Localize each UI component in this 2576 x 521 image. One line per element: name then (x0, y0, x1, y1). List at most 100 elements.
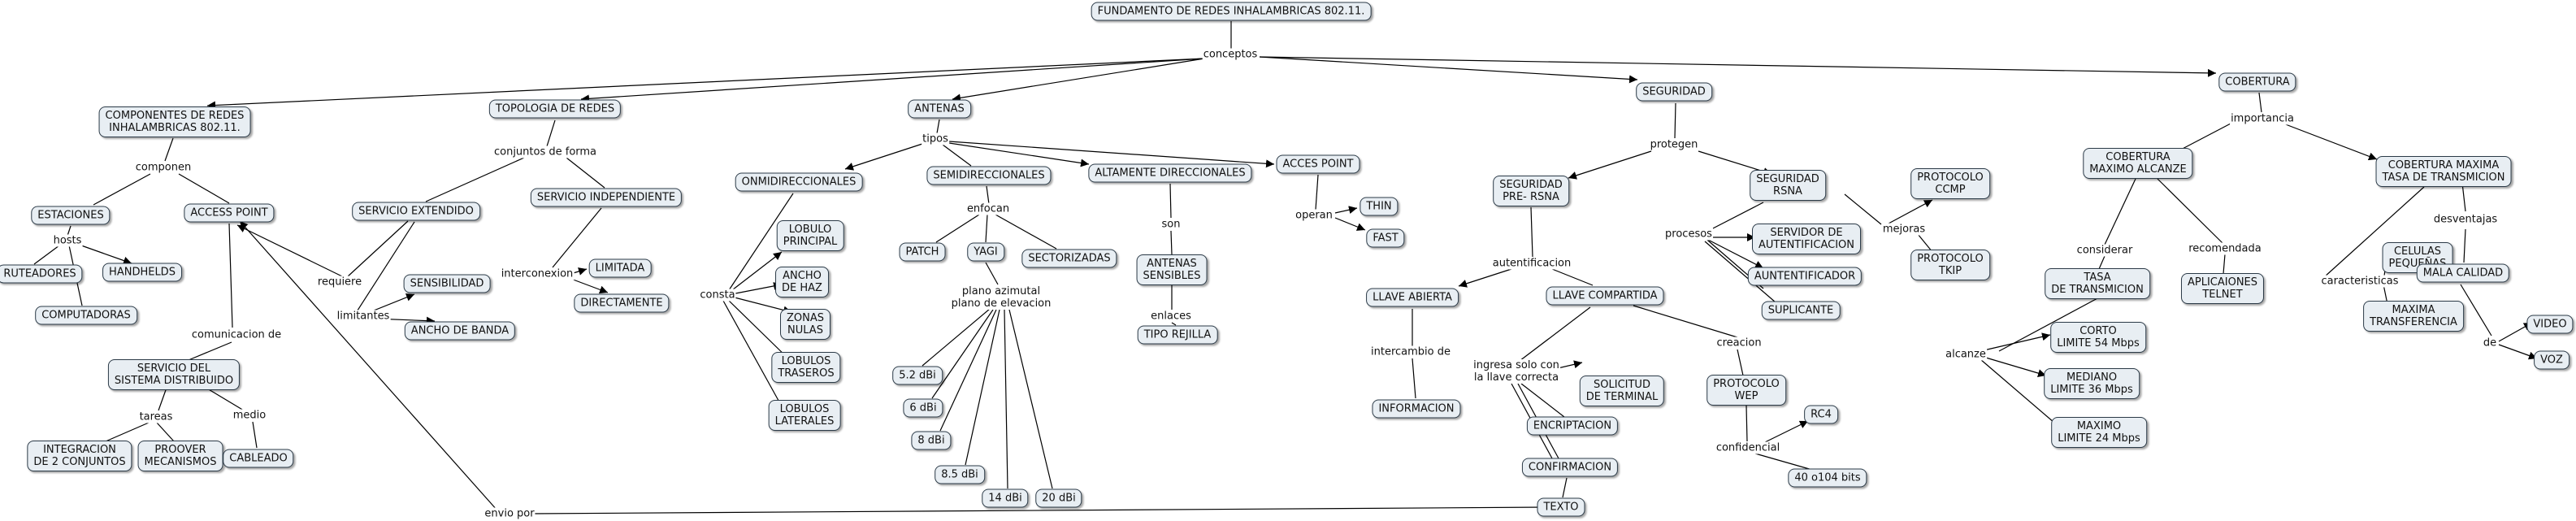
label-componen: componen (134, 161, 193, 174)
node-fast[interactable]: FAST (1366, 228, 1405, 248)
node-servicio-distribuido[interactable]: SERVICIO DEL SISTEMA DISTRIBUIDO (107, 359, 241, 390)
node-suplicante[interactable]: SUPLICANTE (1761, 301, 1841, 320)
connector-line (2098, 255, 2105, 270)
node-acces-point[interactable]: ACCES POINT (1276, 154, 1360, 174)
connector-line (1170, 230, 1173, 255)
node-seguridad-rsna[interactable]: SEGURIDAD RSNA (1750, 170, 1826, 201)
connector-line (722, 300, 783, 407)
node-video[interactable]: VIDEO (2526, 315, 2574, 334)
node-lobulos-traseros[interactable]: LOBULOS TRASEROS (771, 352, 841, 383)
node-root-fundamento[interactable]: FUNDAMENTO DE REDES INHALAMBRICAS 802.11… (1091, 2, 1372, 21)
connector-line (931, 309, 994, 399)
connector-line (1334, 217, 1366, 231)
node-protocolo-ccmp[interactable]: PROTOCOLO CCMP (1910, 168, 1990, 199)
node-access-point[interactable]: ACCESS POINT (184, 203, 275, 223)
node-cableado[interactable]: CABLEADO (223, 449, 294, 468)
node-proover[interactable]: PROOVER MECANISMOS (137, 441, 223, 471)
node-mediano[interactable]: MEDIANO LIMITE 36 Mbps (2044, 368, 2140, 399)
connector-line (2283, 123, 2378, 161)
node-servicio-extendido[interactable]: SERVICIO EXTENDIDO (352, 202, 480, 221)
node-voz[interactable]: VOZ (2534, 350, 2569, 370)
node-topologia[interactable]: TOPOLOGIA DE REDES (488, 99, 622, 119)
label-conceptos: conceptos (1202, 48, 1259, 61)
connector-line (1315, 174, 1319, 211)
node-informacion[interactable]: INFORMACION (1372, 399, 1461, 419)
node-dbi-20[interactable]: 20 dBi (1035, 488, 1082, 508)
node-llave-compartida[interactable]: LLAVE COMPARTIDA (1546, 286, 1664, 306)
label-envio-por: envio por (484, 507, 536, 520)
node-corto[interactable]: CORTO LIMITE 54 Mbps (2050, 322, 2146, 353)
connector-line (935, 214, 980, 243)
node-maximo[interactable]: MAXIMO LIMITE 24 Mbps (2051, 417, 2147, 448)
node-sensibilidad[interactable]: SENSIBILIDAD (403, 274, 491, 293)
connector-line (156, 422, 175, 442)
node-omnidireccionales[interactable]: ONMIDIRECCIONALES (735, 172, 863, 192)
node-tipo-rejilla[interactable]: TIPO REJILLA (1137, 325, 1218, 345)
node-ruteadores[interactable]: RUTEADORES (0, 264, 83, 284)
node-estaciones[interactable]: ESTACIONES (31, 206, 111, 225)
node-patch[interactable]: PATCH (899, 242, 946, 262)
node-cobertura-maxima-tasa[interactable]: COBERTURA MAXIMA TASA DE TRANSMICION (2375, 156, 2512, 187)
node-ancho-banda[interactable]: ANCHO DE BANDA (404, 321, 516, 341)
node-thin[interactable]: THIN (1360, 197, 1399, 216)
node-dbi-14[interactable]: 14 dBi (982, 488, 1029, 508)
node-rc4[interactable]: RC4 (1804, 405, 1838, 424)
node-protocolo-tkip[interactable]: PROTOCOLO TKIP (1910, 250, 1990, 280)
node-aplicaciones-telnet[interactable]: APLICAIONES TELNET (2180, 273, 2265, 304)
node-tasa-transmicion[interactable]: TASA DE TRANSMICION (2045, 268, 2150, 299)
node-seguridad-pre-rsna[interactable]: SEGURIDAD PRE- RSNA (1493, 176, 1569, 206)
connector-line (965, 309, 1000, 466)
connector-line (1706, 238, 1764, 269)
node-encriptacion[interactable]: ENCRIPTACION (1526, 416, 1619, 436)
connector-line (1704, 241, 1776, 303)
node-mala-calidad[interactable]: MALA CALIDAD (2416, 263, 2510, 283)
connector-line (67, 225, 72, 237)
node-dbi-6[interactable]: 6 dBi (903, 398, 943, 418)
node-yagi[interactable]: YAGI (967, 242, 1004, 262)
connector-line (936, 119, 940, 134)
node-integracion[interactable]: INTEGRACION DE 2 CONJUNTOS (27, 441, 132, 471)
node-directamente[interactable]: DIRECTAMENTE (574, 293, 670, 313)
node-lobulos-laterales[interactable]: LOBULOS LATERALES (768, 400, 841, 431)
node-cobertura-maximo-alcanze[interactable]: COBERTURA MAXIMO ALCANZE (2083, 148, 2193, 179)
node-ancho-haz[interactable]: ANCHO DE HAZ (775, 267, 829, 297)
node-limitada[interactable]: LIMITADA (588, 258, 652, 278)
node-dbi-8-5[interactable]: 8.5 dBi (935, 465, 985, 484)
connector-line (952, 58, 1205, 102)
node-dbi-8[interactable]: 8 dBi (911, 431, 952, 450)
node-componentes[interactable]: COMPONENTES DE REDES INHALAMBRICAS 802.1… (98, 106, 251, 137)
label-hosts: hosts (52, 234, 83, 247)
connector-line (425, 157, 525, 202)
node-40-104-bits[interactable]: 40 o104 bits (1788, 468, 1867, 488)
connector-line (1171, 322, 1177, 326)
node-dbi-5-2[interactable]: 5.2 dBi (892, 366, 943, 385)
connector-line (355, 221, 415, 314)
node-antenas-sensibles[interactable]: ANTENAS SENSIBLES (1136, 254, 1208, 285)
node-autentificador[interactable]: AUNTENTIFICADOR (1747, 267, 1863, 286)
node-sectorizadas[interactable]: SECTORIZADAS (1021, 249, 1117, 268)
label-conjuntos-de-forma: conjuntos de forma (492, 145, 598, 158)
node-altamente-direccionales[interactable]: ALTAMENTE DIRECCIONALES (1088, 163, 1252, 183)
node-confirmacion[interactable]: CONFIRMACION (1521, 458, 1619, 477)
node-servicio-independiente[interactable]: SERVICIO INDEPENDIENTE (530, 188, 683, 207)
node-handhelds[interactable]: HANDHELDS (102, 263, 182, 282)
node-texto[interactable]: TEXTO (1537, 497, 1585, 517)
label-tareas: tareas (138, 410, 174, 423)
node-lobulo-principal[interactable]: LOBULO PRINCIPAL (776, 220, 844, 251)
node-antenas[interactable]: ANTENAS (908, 99, 971, 119)
node-zonas-nulas[interactable]: ZONAS NULAS (779, 309, 831, 340)
node-solicitud[interactable]: SOLICITUD DE TERMINAL (1579, 376, 1665, 406)
label-protegen: protegen (1649, 138, 1699, 151)
node-maxima-transferencia[interactable]: MAXIMA TRANSFERENCIA (2363, 301, 2464, 332)
node-computadoras[interactable]: COMPUTADORAS (35, 306, 137, 325)
node-semidireccionales[interactable]: SEMIDIRECCIONALES (926, 166, 1052, 185)
node-servidor-autentificacion[interactable]: SERVIDOR DE AUTENTIFICACION (1752, 224, 1861, 254)
connector-line (922, 308, 991, 367)
connector-line (1709, 202, 1764, 231)
label-recomendada: recomendada (2188, 242, 2262, 255)
node-cobertura[interactable]: COBERTURA (2218, 72, 2296, 92)
connector-line (1746, 405, 1748, 442)
node-llave-abierta[interactable]: LLAVE ABIERTA (1366, 288, 1459, 307)
node-seguridad[interactable]: SEGURIDAD (1636, 82, 1712, 102)
node-protocolo-wep[interactable]: PROTOCOLO WEP (1706, 375, 1786, 406)
